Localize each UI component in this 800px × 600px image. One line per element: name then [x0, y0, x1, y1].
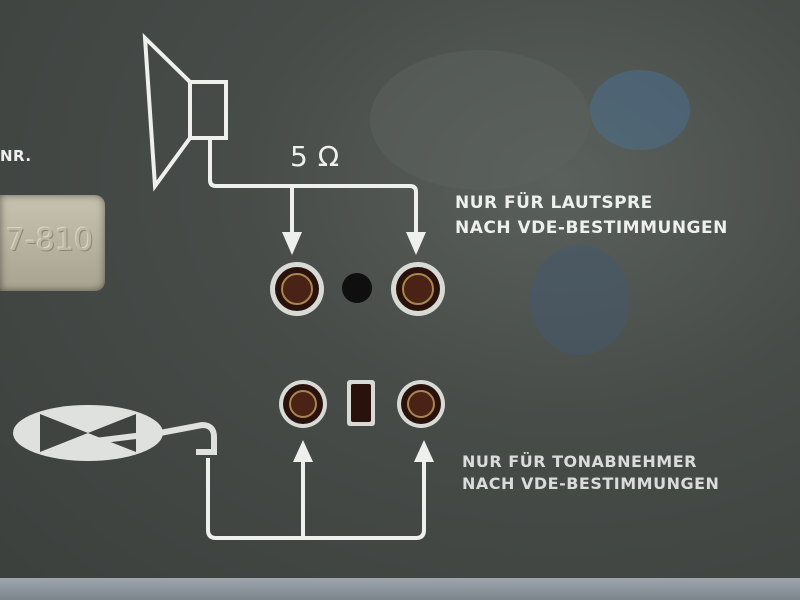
paint-patch-light [370, 50, 590, 190]
number-label: NR. [0, 147, 32, 165]
speaker-socket-left[interactable] [270, 262, 324, 316]
serial-plate-text: 7-810 [6, 223, 94, 258]
paint-patch-blue [590, 70, 690, 150]
arrow-head-left-pickup [293, 440, 313, 462]
speaker-note-line2: NACH VDE-BESTIMMUNGEN [455, 218, 728, 238]
arrow-head-right-speaker [406, 232, 426, 255]
turntable-icon [13, 405, 217, 461]
speaker-note-line1: NUR FÜR LAUTSPRE [455, 193, 653, 213]
paint-patch-dark [530, 245, 630, 355]
arrow-head-left-speaker [282, 232, 302, 255]
pickup-socket-center [347, 380, 375, 426]
speaker-arrows [208, 138, 418, 232]
cabinet-edge [0, 578, 800, 600]
pickup-note-line2: NACH VDE-BESTIMMUNGEN [462, 474, 720, 493]
arrow-head-right-pickup [414, 440, 434, 462]
serial-plate: 7-810 [0, 195, 105, 291]
pickup-arrows [206, 458, 426, 540]
impedance-label: 5 Ω [290, 140, 340, 173]
speaker-socket-right[interactable] [391, 262, 445, 316]
pickup-socket-left[interactable] [279, 380, 327, 428]
speaker-icon [142, 32, 228, 192]
speaker-socket-center [342, 273, 372, 303]
pickup-note-line1: NUR FÜR TONABNEHMER [462, 452, 697, 471]
pickup-socket-right[interactable] [397, 380, 445, 428]
